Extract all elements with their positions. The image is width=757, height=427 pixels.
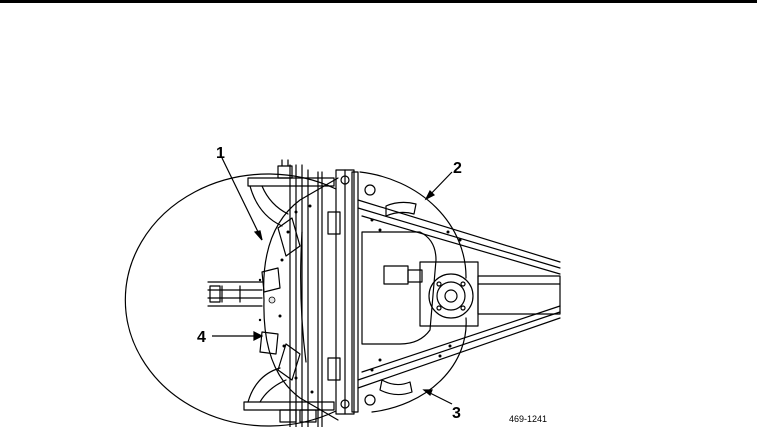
turntable-disc-upper-right: [359, 171, 467, 279]
leader-arrow-3: [422, 389, 433, 396]
page-header-rule: [0, 0, 757, 3]
top-roller-bracket: [247, 159, 335, 227]
left-frame-rails: [207, 281, 263, 307]
top-plate-outline: [263, 177, 339, 421]
inner-carriage: [361, 231, 437, 345]
center-pin: [268, 296, 276, 304]
turntable-disc-left: [124, 173, 337, 427]
callout-2: 2: [453, 160, 462, 177]
bolt-holes: [258, 204, 462, 394]
callout-1: 1: [216, 145, 225, 162]
drive-gearbox: [383, 261, 479, 327]
leader-arrow-4: [253, 331, 264, 341]
main-vertical-plate: [327, 169, 376, 415]
leader-line-1: [221, 157, 263, 241]
turntable-disc-lower-right: [371, 317, 467, 413]
top-plate-inner-edge: [300, 231, 307, 363]
leader-arrow-1: [253, 230, 263, 241]
callout-3: 3: [452, 405, 461, 422]
bottom-roller-bracket: [243, 367, 335, 423]
boom-arms: [357, 199, 561, 389]
leader-arrow-2: [424, 189, 436, 201]
right-wear-pads: [379, 201, 417, 396]
callout-4: 4: [197, 329, 206, 346]
figure-id: 469-1241: [509, 414, 547, 424]
left-wear-pads: [259, 217, 301, 381]
